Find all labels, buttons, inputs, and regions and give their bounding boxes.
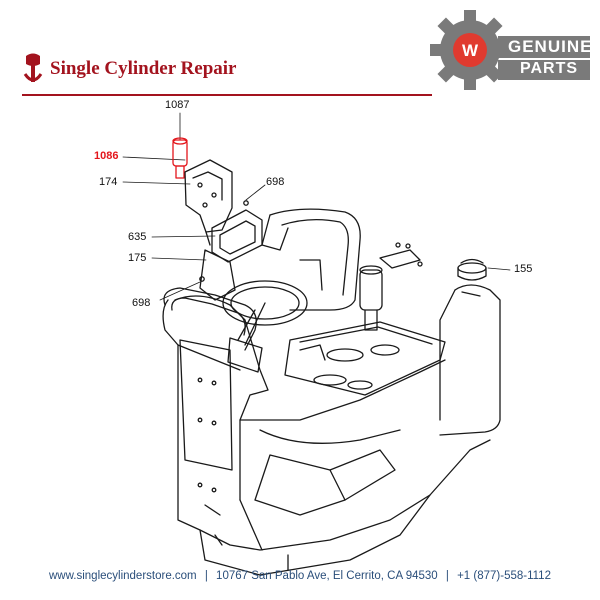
fuel-tank xyxy=(439,284,501,436)
handle-loop xyxy=(163,287,257,351)
deck-plate xyxy=(284,321,446,396)
leader-lines xyxy=(122,112,511,301)
front-panel xyxy=(179,339,233,546)
callout-175: 175 xyxy=(128,252,147,264)
callout-1087: 1087 xyxy=(165,99,190,111)
footer-separator: | xyxy=(204,570,208,582)
steering-wheel xyxy=(222,280,308,373)
callout-698-upper: 698 xyxy=(266,176,285,188)
seat-backrest xyxy=(261,208,361,311)
part-1087-lever xyxy=(172,137,188,179)
callout-635: 635 xyxy=(128,231,147,243)
part-174-bracket xyxy=(184,159,233,246)
footer-separator: | xyxy=(445,570,449,582)
wacker-logo-icon xyxy=(453,33,487,67)
piston-logo-icon xyxy=(23,53,43,82)
genuine-parts-badge: W GENUINE PARTS xyxy=(428,6,598,116)
part-635-panel xyxy=(211,209,263,263)
header-divider xyxy=(22,94,432,96)
footer: www.singlecylinderstore.com | 10767 San … xyxy=(0,570,600,582)
footer-phone[interactable]: +1 (877)-558-1112 xyxy=(457,570,551,582)
brand-header: Single Cylinder Repair xyxy=(22,52,237,86)
callout-698-lower: 698 xyxy=(132,297,151,309)
part-155-cap xyxy=(457,258,487,281)
gear-icon: W xyxy=(430,10,590,90)
callout-174: 174 xyxy=(99,176,118,188)
callout-1086: 1086 xyxy=(94,150,119,162)
badge-line-genuine: GENUINE xyxy=(508,37,593,56)
callout-155: 155 xyxy=(514,263,533,275)
svg-text:W: W xyxy=(462,41,479,60)
cylinder-assembly xyxy=(359,242,423,331)
badge-line-parts: PARTS xyxy=(520,60,579,77)
footer-address: 10767 San Pablo Ave, El Cerrito, CA 9453… xyxy=(216,570,438,582)
footer-website-link[interactable]: www.singlecylinderstore.com xyxy=(49,570,197,582)
brand-name: Single Cylinder Repair xyxy=(50,58,237,79)
